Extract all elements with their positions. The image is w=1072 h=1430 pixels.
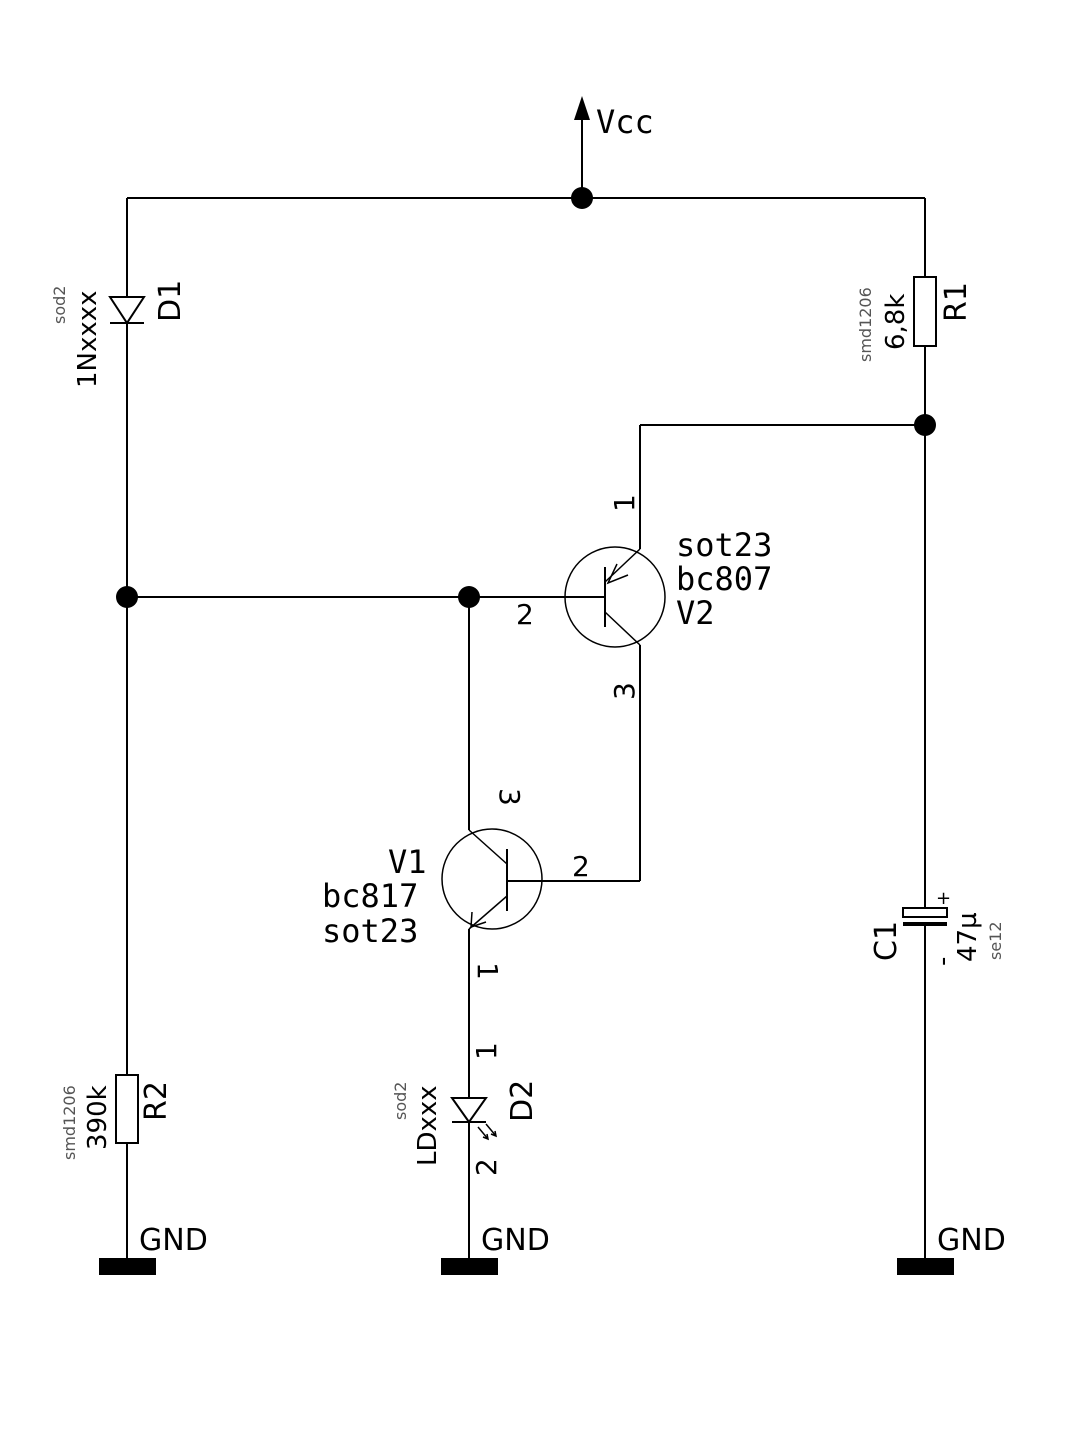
diode-d1: D1 1Nxxxx sod2 <box>50 280 188 388</box>
r2-name: R2 <box>139 1081 174 1121</box>
diode-d2: 1 2 D2 LDxxx sod2 <box>391 1042 540 1176</box>
ground-icon <box>441 1258 498 1275</box>
capacitor-c1-icon <box>902 907 948 918</box>
r1-package: smd1206 <box>856 287 875 362</box>
v2-pin1: 1 <box>608 494 641 512</box>
transistor-v1: 3 2 1 V1 bc817 sot23 <box>322 788 590 980</box>
wires <box>126 118 926 1258</box>
vcc-arrow-icon <box>574 96 590 120</box>
r1-name: R1 <box>939 282 974 322</box>
d2-name: D2 <box>505 1080 540 1122</box>
resistor-r1: R1 6,8k smd1206 <box>856 276 974 362</box>
ground-middle-label: GND <box>481 1223 550 1258</box>
junctions <box>116 187 936 608</box>
transistor-v1-icon <box>441 828 543 930</box>
ground-left-label: GND <box>139 1223 208 1258</box>
capacitor-c1: + - C1 47µ se12 <box>869 888 1005 966</box>
c1-minus: - <box>928 957 958 966</box>
resistor-r1-icon <box>913 276 937 347</box>
ground-right: GND <box>897 1223 1006 1275</box>
d1-name: D1 <box>153 280 188 322</box>
r2-value: 390k <box>83 1085 113 1150</box>
c1-package: se12 <box>986 921 1005 960</box>
c1-value: 47µ <box>953 912 983 962</box>
v2-pin2: 2 <box>516 598 534 631</box>
resistor-r2: R2 390k smd1206 <box>60 1074 174 1160</box>
d2-package: sod2 <box>391 1082 410 1120</box>
r1-value: 6,8k <box>881 294 911 350</box>
vcc-symbol: Vcc <box>574 96 654 141</box>
ground-middle: GND <box>441 1223 550 1275</box>
ground-icon <box>897 1258 954 1275</box>
d1-value: 1Nxxxx <box>73 290 103 388</box>
laser-diode-d2-icon <box>450 1097 488 1124</box>
v2-value: bc807 <box>676 560 772 598</box>
v2-name: V2 <box>676 594 715 632</box>
ground-icon <box>99 1258 156 1275</box>
v2-pin3: 3 <box>608 682 641 700</box>
junction-vcc <box>571 187 593 209</box>
c1-name: C1 <box>869 921 904 961</box>
d2-pin1: 1 <box>470 1042 503 1060</box>
resistor-r2-icon <box>115 1074 139 1144</box>
v1-pin2: 2 <box>572 850 590 883</box>
junction-base <box>458 586 480 608</box>
v1-name: V1 <box>388 843 427 881</box>
v2-package: sot23 <box>676 526 772 564</box>
v1-pin3: 3 <box>493 788 526 806</box>
transistor-v2: 1 2 3 sot23 bc807 V2 <box>516 494 772 700</box>
v1-value: bc817 <box>322 877 418 915</box>
r2-package: smd1206 <box>60 1085 79 1160</box>
v1-pin1: 1 <box>471 962 504 980</box>
transistor-v2-icon <box>564 546 666 648</box>
ground-left: GND <box>99 1223 208 1275</box>
d1-package: sod2 <box>50 286 69 324</box>
diode-d1-icon <box>108 296 146 325</box>
junction-r1 <box>914 414 936 436</box>
d2-pin2: 2 <box>470 1158 503 1176</box>
c1-plus: + <box>936 888 951 909</box>
vcc-label: Vcc <box>596 103 654 141</box>
v1-package: sot23 <box>322 912 418 950</box>
junction-left <box>116 586 138 608</box>
ground-right-label: GND <box>937 1223 1006 1258</box>
d2-value: LDxxx <box>413 1085 443 1166</box>
